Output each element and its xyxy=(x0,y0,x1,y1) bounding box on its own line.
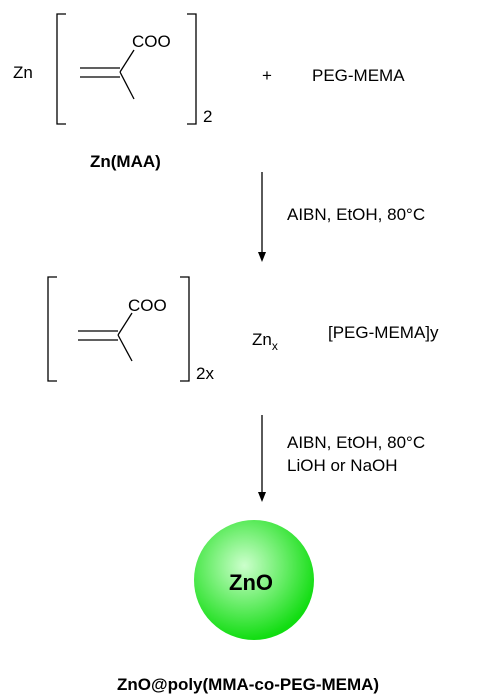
intermediate-bracket-right xyxy=(180,276,190,382)
step2-conditions-line1: AIBN, EtOH, 80°C xyxy=(287,433,426,452)
zno-core-label: ZnO xyxy=(229,570,273,595)
reactant-bracket-right xyxy=(187,13,197,125)
intermediate-comonomer: [PEG-MEMA]y xyxy=(328,323,439,342)
plus-sign: + xyxy=(262,66,272,85)
intermediate-bond-to-methyl xyxy=(117,334,133,362)
metal-salt-name: Zn(MAA) xyxy=(90,152,161,171)
intermediate-bracket-left xyxy=(47,276,57,382)
reactant-subscript: 2 xyxy=(203,107,213,126)
product-name: ZnO@poly(MMA-co-PEG-MEMA) xyxy=(117,675,380,694)
intermediate-metal-subscript: x xyxy=(271,339,278,353)
reactant-carboxylate: COO xyxy=(132,32,171,51)
intermediate-subscript: 2x xyxy=(196,364,214,383)
reactant-bracket-left xyxy=(56,13,66,125)
step2-conditions-line2: LiOH or NaOH xyxy=(287,456,398,475)
zno-nanoparticle-sphere xyxy=(194,520,314,640)
intermediate-metal: Znx xyxy=(252,330,278,352)
reaction-arrow-2-head xyxy=(258,492,266,502)
comonomer-label: PEG-MEMA xyxy=(312,66,405,85)
intermediate-carboxylate: COO xyxy=(128,296,167,315)
reactant-bond-to-carboxylate xyxy=(119,49,135,73)
step1-conditions: AIBN, EtOH, 80°C xyxy=(287,205,426,224)
intermediate-metal-symbol: Zn xyxy=(252,330,272,349)
reactant-bond-to-methyl xyxy=(119,71,135,100)
reactant-metal: Zn xyxy=(13,63,33,82)
intermediate-bond-to-carboxylate xyxy=(117,312,133,336)
reaction-arrow-1-head xyxy=(258,252,266,262)
